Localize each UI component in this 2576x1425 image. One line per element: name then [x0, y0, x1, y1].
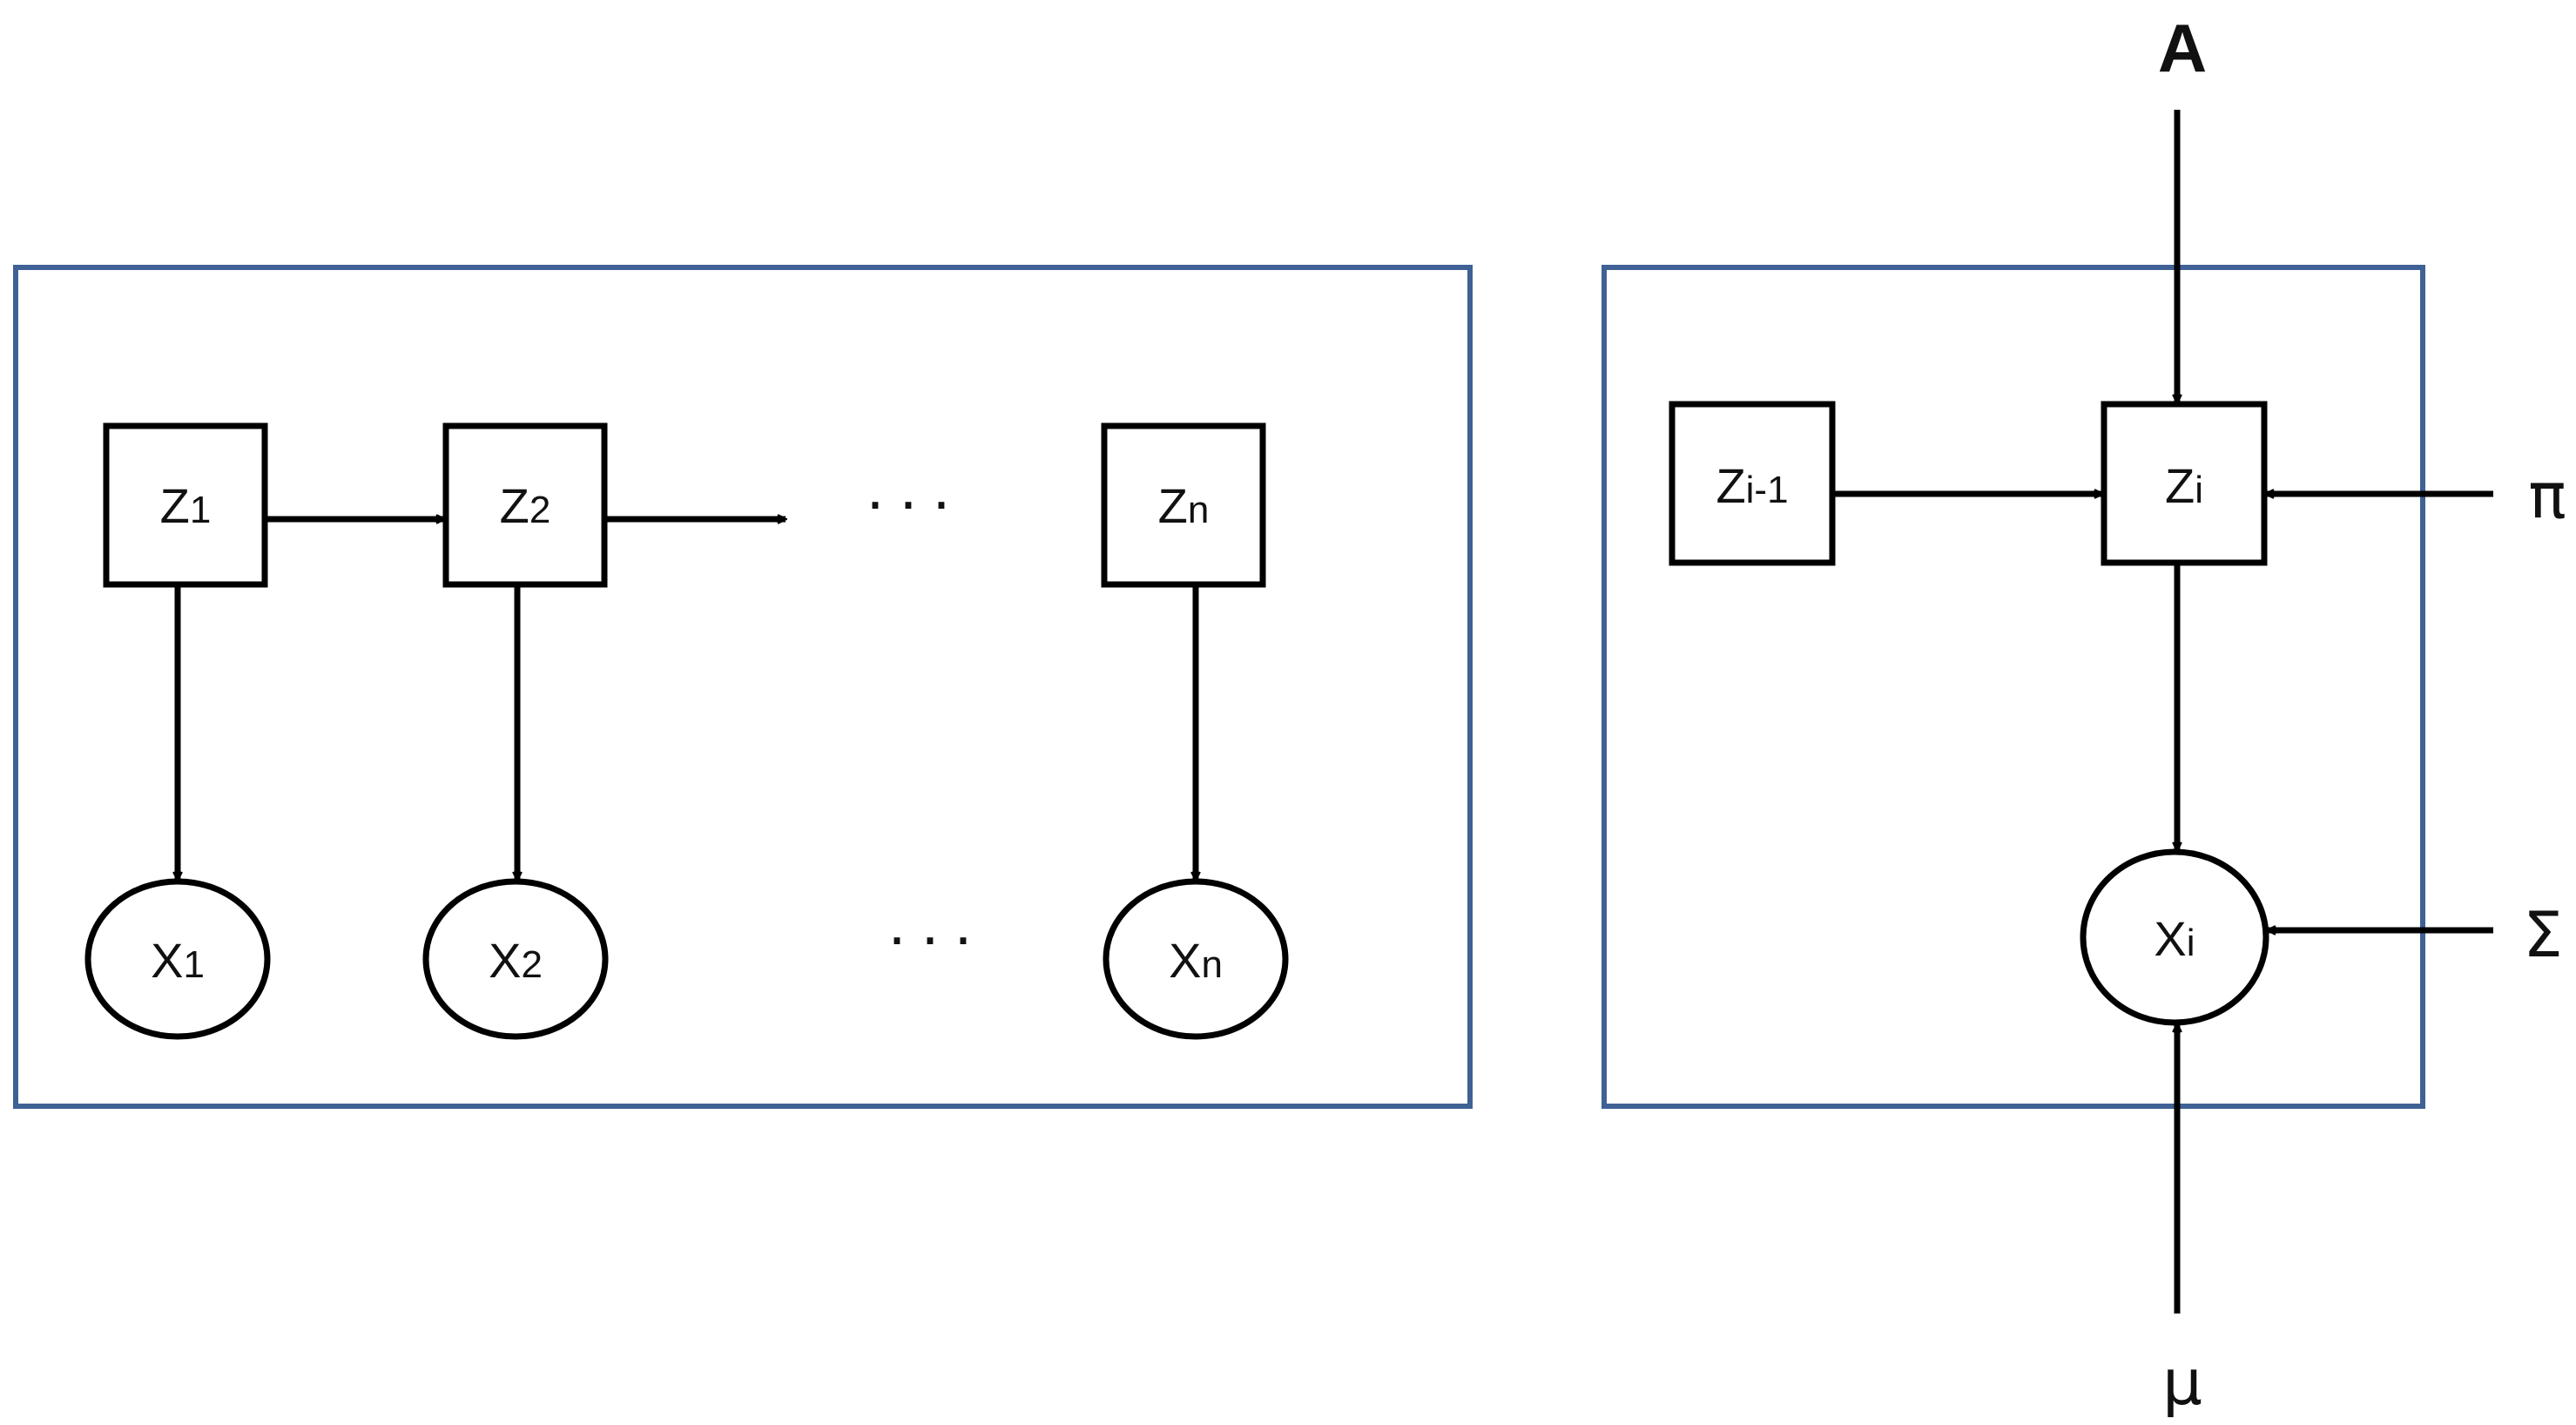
- node-x1: [84, 878, 271, 1040]
- plate-panel-frame: [1602, 265, 2425, 1109]
- label-xn: Xn: [1169, 933, 1223, 988]
- node-x2: [422, 878, 609, 1040]
- label-z2: Z2: [500, 478, 551, 533]
- label-x-i: Xi: [2154, 911, 2195, 966]
- param-sigma: Σ: [2523, 898, 2563, 971]
- label-x2: X2: [489, 933, 543, 988]
- param-mu: μ: [2162, 1346, 2202, 1419]
- node-z2: [442, 422, 608, 588]
- node-zn: [1101, 422, 1266, 588]
- node-z1: [103, 422, 268, 588]
- param-a: A: [2158, 10, 2207, 86]
- label-x1: X1: [151, 933, 205, 988]
- label-z-i: Zi: [2165, 458, 2203, 513]
- label-z-prev: Zi-1: [1716, 458, 1788, 513]
- label-zn: Zn: [1158, 478, 1210, 533]
- node-z-prev: [1669, 401, 1836, 566]
- ellipsis-top: ···: [865, 467, 964, 537]
- ellipsis-bottom: ···: [887, 902, 986, 972]
- param-pi: π: [2528, 459, 2566, 532]
- chain-panel-frame: [13, 265, 1473, 1109]
- label-z1: Z1: [160, 478, 212, 533]
- node-x-i: [2080, 848, 2269, 1026]
- node-xn: [1103, 878, 1289, 1040]
- node-z-i: [2101, 401, 2268, 566]
